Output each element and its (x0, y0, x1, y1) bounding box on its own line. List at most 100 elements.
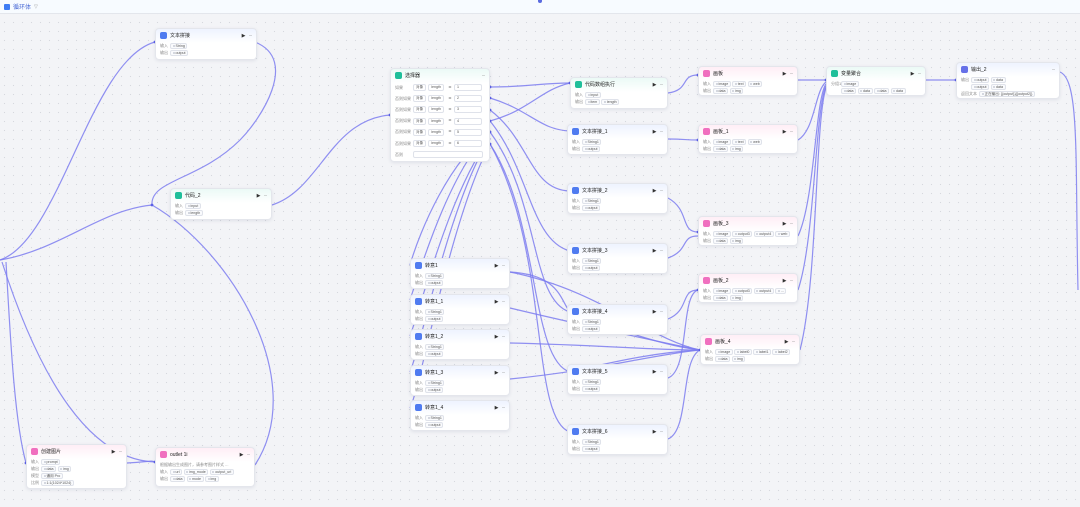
run-icon[interactable]: ▶ (494, 262, 499, 269)
canvas-title[interactable]: 循环体 (13, 5, 32, 11)
more-icon[interactable]: ··· (246, 451, 251, 458)
node-title: 画板_4 (715, 339, 731, 345)
run-icon[interactable]: ▶ (111, 448, 116, 455)
more-icon[interactable]: ··· (263, 192, 268, 199)
run-icon[interactable]: ▶ (652, 187, 657, 194)
code-icon (175, 192, 182, 199)
run-icon[interactable]: ▶ (241, 32, 246, 39)
more-icon[interactable]: ··· (659, 428, 664, 435)
more-icon[interactable]: ··· (789, 70, 794, 77)
more-icon[interactable]: ··· (659, 247, 664, 254)
more-icon[interactable]: ··· (789, 220, 794, 227)
more-icon[interactable]: ··· (1051, 66, 1056, 73)
run-icon[interactable]: ▶ (652, 128, 657, 135)
chevron-down-icon[interactable]: ▽ (34, 3, 38, 10)
run-icon[interactable]: ▶ (652, 81, 657, 88)
more-icon[interactable]: ··· (501, 404, 506, 411)
run-icon[interactable]: ▶ (494, 298, 499, 305)
node-title: 文本拼接_6 (582, 429, 608, 435)
run-icon[interactable]: ▶ (652, 308, 657, 315)
run-icon[interactable]: ▶ (652, 428, 657, 435)
run-icon[interactable]: ▶ (782, 70, 787, 77)
more-icon[interactable]: ··· (659, 128, 664, 135)
text-icon (160, 32, 167, 39)
code-icon (575, 81, 582, 88)
more-icon[interactable]: ··· (248, 32, 253, 39)
more-icon[interactable]: ··· (789, 128, 794, 135)
run-icon[interactable]: ▶ (494, 369, 499, 376)
condition-else[interactable]: 否则 (391, 149, 489, 160)
edge (667, 235, 699, 259)
more-icon[interactable]: ··· (481, 72, 486, 79)
run-icon[interactable]: ▶ (256, 192, 261, 199)
run-icon[interactable]: ▶ (652, 368, 657, 375)
edge (126, 460, 156, 464)
edge (0, 204, 153, 261)
run-icon[interactable]: ▶ (910, 70, 915, 77)
more-icon[interactable]: ··· (501, 262, 506, 269)
more-icon[interactable]: ··· (791, 338, 796, 345)
run-icon[interactable]: ▶ (239, 451, 244, 458)
more-icon[interactable]: ··· (917, 70, 922, 77)
run-icon[interactable]: ▶ (652, 247, 657, 254)
more-icon[interactable]: ··· (659, 187, 664, 194)
more-icon[interactable]: ··· (659, 308, 664, 315)
run-icon[interactable]: ▶ (782, 277, 787, 284)
run-icon[interactable]: ▶ (784, 338, 789, 345)
node-title: 代码数组执行 (585, 82, 616, 88)
run-icon[interactable]: ▶ (494, 404, 499, 411)
more-icon[interactable]: ··· (501, 333, 506, 340)
more-icon[interactable]: ··· (659, 368, 664, 375)
run-icon[interactable]: ▶ (782, 128, 787, 135)
more-icon[interactable]: ··· (501, 369, 506, 376)
node-title: 画板_3 (713, 221, 729, 227)
node-row: 返回文本正在输出: {{output}}{{output2}} (957, 90, 1059, 97)
run-icon[interactable]: ▶ (782, 220, 787, 227)
edge (1, 261, 156, 463)
node-title: 文本拼接_5 (582, 369, 608, 375)
more-icon[interactable]: ··· (659, 81, 664, 88)
run-icon[interactable]: ▶ (494, 333, 499, 340)
canvas-top-handle[interactable] (538, 0, 542, 3)
more-icon[interactable]: ··· (501, 298, 506, 305)
more-icon[interactable]: ··· (789, 277, 794, 284)
text-icon (415, 404, 422, 411)
more-icon[interactable]: ··· (118, 448, 123, 455)
node-title: 画板 (713, 71, 724, 77)
